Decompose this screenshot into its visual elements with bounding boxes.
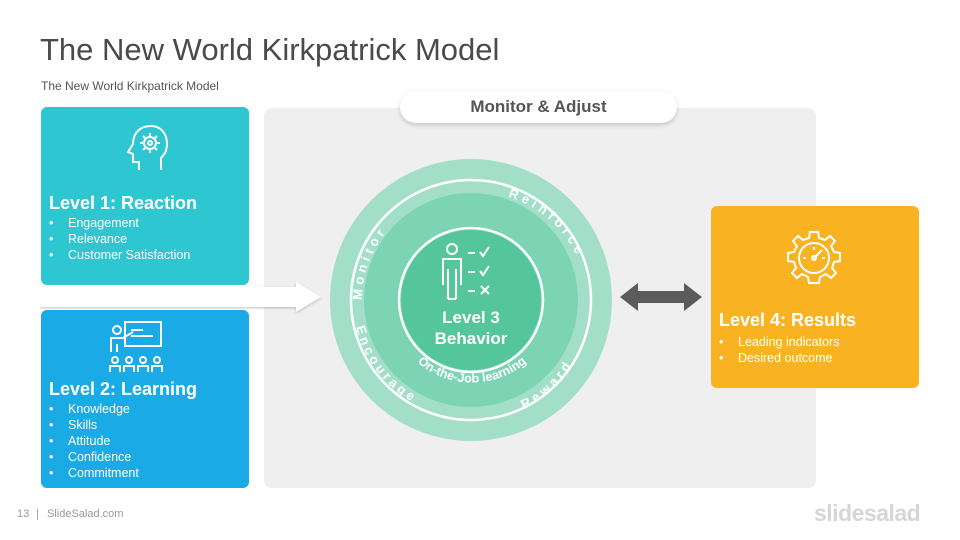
list-item: Desired outcome <box>719 350 839 366</box>
core-circle <box>401 230 541 370</box>
list-item: Skills <box>49 417 139 433</box>
gauge-gear-icon <box>781 228 847 299</box>
page-subtitle: The New World Kirkpatrick Model <box>41 79 219 93</box>
double-arrow-icon <box>620 282 704 317</box>
slidesalad-logo: slidesalad <box>814 500 921 526</box>
level-3-title-line1: Level 3 <box>442 308 500 327</box>
list-item: Commitment <box>49 465 139 481</box>
list-item: Knowledge <box>49 401 139 417</box>
level-3-title-line2: Behavior <box>435 329 508 348</box>
footer-separator: | <box>36 508 39 520</box>
level-1-list: Engagement Relevance Customer Satisfacti… <box>49 215 219 263</box>
level-2-title: Level 2: Learning <box>49 379 198 399</box>
list-item: Attitude <box>49 433 139 449</box>
head-gear-icon <box>119 122 171 179</box>
arrow-right-icon <box>40 280 324 319</box>
page-title: The New World Kirkpatrick Model <box>40 32 500 67</box>
footer-brand: SlideSalad.com <box>47 508 124 520</box>
list-item: Confidence <box>49 449 139 465</box>
person-checklist-icon <box>442 243 490 300</box>
level-2-card: Level 2: Learning Knowledge Skills Attit… <box>41 310 249 488</box>
teacher-board-icon <box>103 318 167 381</box>
level-2-list: Knowledge Skills Attitude Confidence Com… <box>49 401 139 481</box>
list-item: Customer Satisfaction <box>49 247 219 263</box>
list-item: Leading indicators <box>719 334 839 350</box>
page-number: 13 <box>17 508 30 520</box>
behavior-circle-diagram: Monitor Reinforce Encourage Reward On-th… <box>330 159 612 441</box>
monitor-adjust-label: Monitor & Adjust <box>400 91 677 123</box>
list-item: Relevance <box>49 231 219 247</box>
level-1-title: Level 1: Reaction <box>49 193 198 213</box>
level-1-card: Level 1: Reaction Engagement Relevance C… <box>41 107 249 285</box>
level-4-list: Leading indicators Desired outcome <box>719 334 839 366</box>
level-4-title: Level 4: Results <box>719 310 857 330</box>
list-item: Engagement <box>49 215 219 231</box>
level-4-card: Level 4: Results Leading indicators Desi… <box>711 206 919 388</box>
monitor-adjust-text: Monitor & Adjust <box>470 97 607 116</box>
